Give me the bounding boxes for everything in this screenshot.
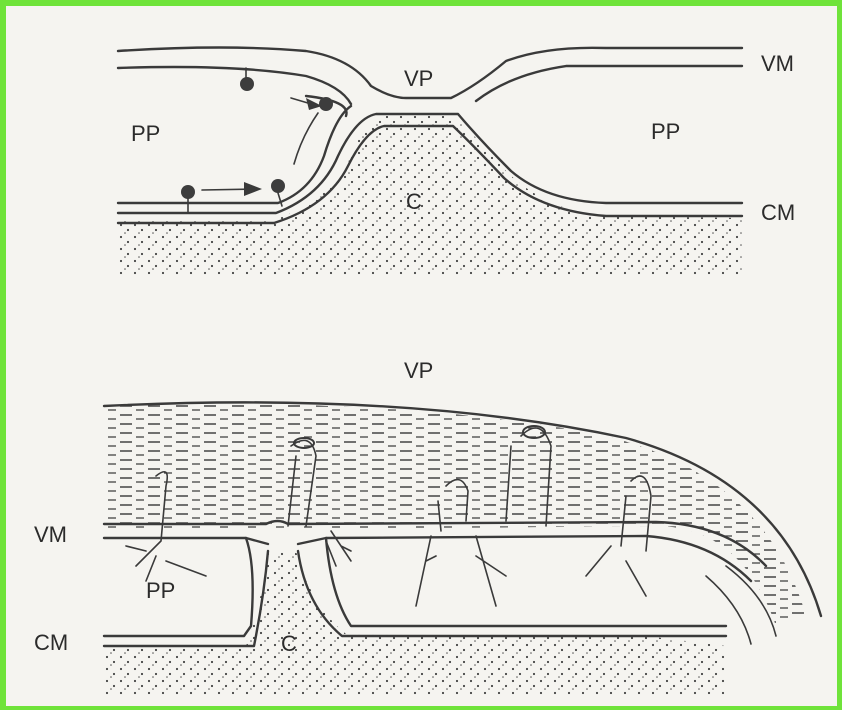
top-label-vp: VP [404,66,433,91]
bottom-pp-left [104,538,253,636]
top-label-cm: CM [761,200,795,225]
bottom-label-pp: PP [146,578,175,603]
bottom-cm-line [104,551,268,646]
top-diagram: VP VM PP PP C CM [116,48,795,277]
top-label-c: C [406,189,422,214]
bottom-c-right [298,538,726,636]
bottom-label-vm: VM [34,522,67,547]
mucus-curve-3 [706,576,751,644]
cell-2 [319,97,333,111]
top-cartilage-fill [116,116,742,276]
mucus-layer [104,404,806,626]
cell-1 [240,77,254,91]
bottom-label-cm: CM [34,630,68,655]
top-label-vm: VM [761,51,794,76]
cell-3 [181,185,195,199]
top-label-pp-left: PP [131,121,160,146]
bottom-diagram: VP VM PP C CM [34,358,821,696]
top-vm-right-inner [476,66,742,101]
top-label-pp-right: PP [651,119,680,144]
bottom-label-vp: VP [404,358,433,383]
cell-4 [271,179,285,193]
diagram-canvas: VP VM PP PP C CM VP V [6,6,842,710]
bottom-label-c: C [281,631,297,656]
